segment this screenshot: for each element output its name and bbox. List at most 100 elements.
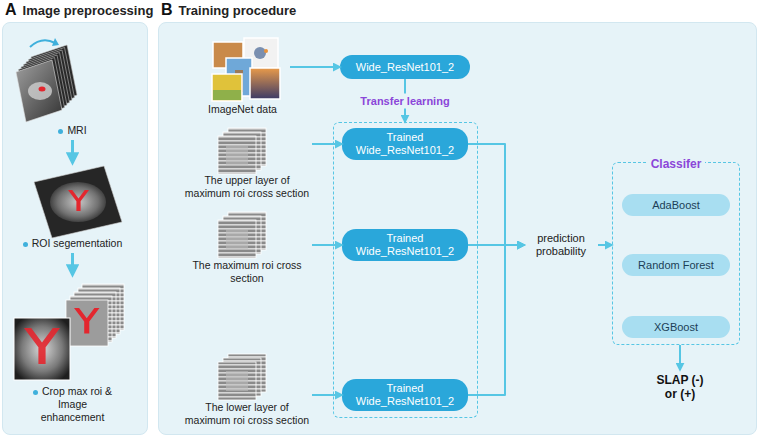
model-pill: Trained Wide_ResNet101_2 <box>342 229 468 261</box>
mri-stack-part <box>30 40 55 47</box>
cropped-roi-images-part <box>66 300 108 346</box>
image-caption: Crop max roi & Image enhancement <box>25 385 120 424</box>
mri-stack-part <box>19 58 65 120</box>
flow-arrow <box>71 253 74 275</box>
node-text: SLAP (-) or (+) <box>652 373 708 401</box>
upper-layer-crop-part <box>223 132 261 170</box>
upper-layer-crop-part <box>228 128 266 166</box>
flow-arrow <box>312 244 342 246</box>
model-label: Wide_ResNet101_2 <box>356 61 454 74</box>
mri-stack-part <box>39 87 46 92</box>
image-caption: The maximum roi cross section <box>182 259 312 285</box>
flow-arrow <box>679 345 681 370</box>
flow-arrow <box>71 140 74 163</box>
imagenet-collage <box>212 38 280 101</box>
classifier-label: XGBoost <box>654 321 698 334</box>
roi-segmentation-image-part <box>68 190 89 211</box>
text-node: SLAP (-) or (+) <box>652 370 708 404</box>
maximum-layer-crop-part <box>228 212 266 250</box>
maximum-layer-crop-part <box>223 216 261 254</box>
mri-stack-part <box>26 50 72 112</box>
imagenet-collage-part <box>213 90 241 100</box>
flow-arrow <box>468 144 524 245</box>
cropped-roi-images-part <box>78 288 120 334</box>
connector-group <box>73 67 681 395</box>
cropped-roi-images-part <box>70 296 112 342</box>
upper-layer-crop <box>218 128 266 174</box>
edge-label: Transfer learning <box>357 93 452 108</box>
flow-arrow <box>598 244 612 246</box>
imagenet-collage-part <box>235 70 243 92</box>
image-caption: The upper layer of maximum roi cross sec… <box>182 174 312 200</box>
cropped-roi-images-part <box>14 318 70 380</box>
lower-layer-crop-part <box>223 358 261 396</box>
flow-arrow <box>468 245 524 395</box>
image-step: Crop max roi & Image enhancement <box>10 275 135 432</box>
panel: BTraining procedureImageNet dataWide_Res… <box>158 22 757 435</box>
mri-stack-part <box>21 55 67 117</box>
group-title: Classifer <box>647 157 706 172</box>
panel-title: Image preprocessing <box>23 3 154 18</box>
imagenet-collage-part <box>213 42 243 68</box>
flow-arrow <box>312 394 342 396</box>
dashed-group: Trained Wide_ResNet101_2Trained Wide_Res… <box>333 122 478 418</box>
lower-layer-crop-part <box>226 371 248 391</box>
cropped-roi-images-part <box>74 308 100 334</box>
model-pill: Wide_ResNet101_2 <box>340 55 470 79</box>
cropped-roi-images-part <box>74 292 116 338</box>
classifier-pill: AdaBoost <box>622 194 730 216</box>
imagenet-collage-part <box>226 58 252 96</box>
roi-segmentation-image-part <box>34 166 122 238</box>
dashed-group: ClassiferAdaBoostRandom ForestXGBoost <box>612 162 740 345</box>
model-label: Trained Wide_ResNet101_2 <box>346 131 464 157</box>
image-step: ImageNet data <box>195 35 290 120</box>
image-step: The maximum roi cross section <box>182 208 312 290</box>
flow-arrow <box>290 66 340 68</box>
panel-letter: A <box>5 1 17 19</box>
classifier-pill: Random Forest <box>622 254 730 276</box>
image-step: MRI <box>10 36 135 140</box>
mri-stack-part <box>31 45 77 107</box>
mri-stack-part <box>16 60 62 122</box>
model-pill: Trained Wide_ResNet101_2 <box>342 128 468 160</box>
imagenet-collage-part <box>254 47 266 59</box>
classifier-pill: XGBoost <box>622 316 730 338</box>
cropped-roi-images-part <box>24 328 60 364</box>
roi-segmentation-image <box>34 166 122 238</box>
imagenet-collage-part <box>250 68 280 99</box>
panel: AImage preprocessingMRIROI segementation… <box>2 22 148 435</box>
model-pill: Trained Wide_ResNet101_2 <box>342 379 468 411</box>
image-caption: MRI <box>10 124 135 137</box>
mri-stack-part <box>24 53 70 115</box>
cropped-roi-images-part <box>82 284 124 330</box>
roi-segmentation-image-part <box>50 182 106 222</box>
cropped-roi-images <box>14 284 124 380</box>
imagenet-collage-part <box>244 38 278 68</box>
node-text: prediction probability <box>524 232 598 258</box>
upper-layer-crop-part <box>218 136 256 174</box>
image-caption: The lower layer of maximum roi cross sec… <box>182 401 312 427</box>
image-step: The lower layer of maximum roi cross sec… <box>182 352 312 434</box>
image-caption: ROI segementation <box>10 237 135 250</box>
image-step: ROI segementation <box>10 163 135 253</box>
image-caption: ImageNet data <box>195 103 290 116</box>
model-label: Trained Wide_ResNet101_2 <box>346 232 464 258</box>
classifier-label: AdaBoost <box>652 199 700 212</box>
mri-stack <box>16 38 77 122</box>
panel-title: Training procedure <box>179 3 297 18</box>
maximum-layer-crop-part <box>218 220 256 258</box>
mri-stack-part <box>52 38 59 46</box>
panel-letter: B <box>161 1 173 19</box>
imagenet-collage-part <box>212 74 242 101</box>
flow-arrow <box>312 143 342 145</box>
classifier-label: Random Forest <box>638 259 714 272</box>
flow-arrow <box>468 244 524 246</box>
lower-layer-crop <box>218 354 266 400</box>
imagenet-collage-part <box>264 49 268 53</box>
lower-layer-crop-part <box>228 354 266 392</box>
flow-arrow <box>404 79 406 122</box>
maximum-layer-crop-part <box>226 229 248 249</box>
